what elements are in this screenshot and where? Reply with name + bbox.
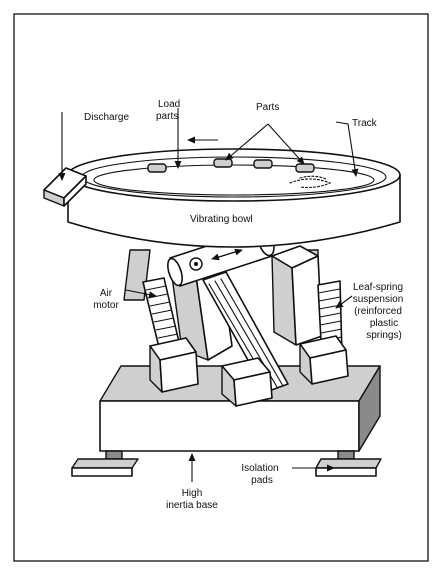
label-load-parts-1: Load: [158, 99, 180, 110]
spring-clamp-left: [149, 337, 199, 393]
air-motor-leader: [125, 289, 157, 299]
label-discharge: Discharge: [84, 112, 129, 123]
label-air-motor-1: Air: [100, 288, 113, 299]
label-leaf-spring-1: Leaf-spring: [353, 282, 403, 293]
spring-clamp-right: [299, 335, 349, 385]
label-leaf-spring-4: plastic: [370, 318, 398, 329]
label-high-inertia-2: inertia base: [166, 500, 218, 511]
label-air-motor-2: motor: [93, 300, 119, 311]
parts-leader-1: [225, 123, 269, 161]
label-high-inertia-1: High: [182, 488, 203, 499]
label-vibrating-bowl: Vibrating bowl: [190, 214, 253, 225]
label-isolation-pads-2: pads: [251, 475, 273, 486]
leaf-spring-leader: [335, 295, 353, 309]
label-leaf-spring-5: springs): [366, 330, 402, 341]
label-leaf-spring-2: suspension: [353, 294, 404, 305]
parts-on-track: [147, 158, 315, 173]
label-parts: Parts: [256, 102, 279, 113]
parts-leader-2: [267, 123, 305, 165]
label-isolation-pads-1: Isolation: [241, 463, 278, 474]
label-load-parts-2: parts: [156, 111, 178, 122]
isolation-pad-left: [71, 450, 139, 477]
isolation-pad-right: [315, 450, 382, 477]
label-leaf-spring-3: (reinforced: [354, 306, 402, 317]
figure-frame: [13, 13, 429, 562]
label-track: Track: [352, 118, 378, 129]
right-support-arm: [271, 245, 323, 346]
track-leader: [335, 121, 359, 177]
spring-clamp-center: [221, 357, 273, 407]
vibrating-bowl: [67, 148, 401, 248]
